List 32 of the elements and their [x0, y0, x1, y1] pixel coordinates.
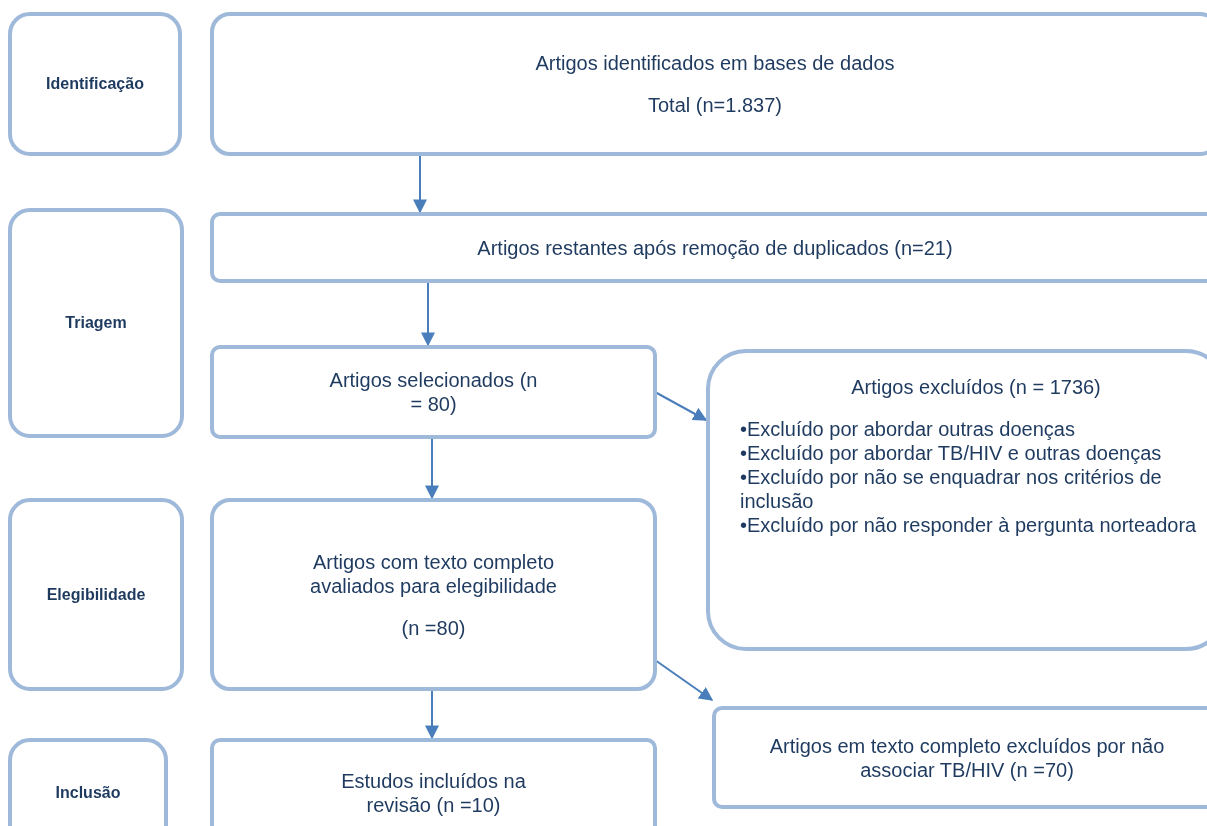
box-text: Artigos identificados em bases de dados	[535, 51, 895, 75]
bullet-item: •Excluído por não se enquadrar nos critérios de inclusão	[740, 465, 1163, 513]
box-text: Artigos restantes após remoção de duplicados (n=21)	[477, 235, 953, 260]
box-text: (n =80)	[401, 615, 466, 640]
stage-box	[8, 498, 184, 691]
arrow	[425, 438, 439, 500]
stage-label: Triagem	[65, 313, 127, 333]
process-box	[210, 738, 657, 826]
arrow	[413, 155, 427, 214]
box-text: Artigos com texto completo avaliados para elegibilidade	[309, 549, 558, 598]
bullet-item: •Excluído por abordar outras doenças	[740, 417, 1076, 441]
bullet-item: •Excluído por não responder à pergunta norteadora	[740, 513, 1198, 537]
box-text: Artigos excluídos (n = 1736)	[850, 375, 1102, 399]
box-text: Artigos em texto completo excluídos por não associar TB/HIV (n =70)	[768, 733, 1166, 782]
stage-label: Elegibilidade	[46, 584, 146, 605]
arrow	[421, 282, 435, 347]
stage-box	[8, 738, 168, 826]
stage-label: Inclusão	[55, 783, 121, 803]
stage-box	[8, 12, 182, 156]
box-text: Estudos incluídos na revisão (n =10)	[340, 769, 527, 817]
exclusion-box	[706, 349, 1207, 651]
process-box	[210, 345, 657, 439]
process-box	[210, 212, 1207, 283]
box-text: Total (n=1.837)	[648, 93, 782, 117]
arrow	[425, 690, 439, 740]
stage-label: Identificação	[46, 74, 144, 94]
box-text: Artigos selecionados (n = 80)	[328, 368, 539, 416]
process-box	[210, 12, 1207, 156]
exclusion-box	[712, 706, 1207, 809]
process-box	[210, 498, 657, 691]
stage-box	[8, 208, 184, 438]
bullet-item: •Excluído por abordar TB/HIV e outras doenças	[740, 441, 1163, 465]
